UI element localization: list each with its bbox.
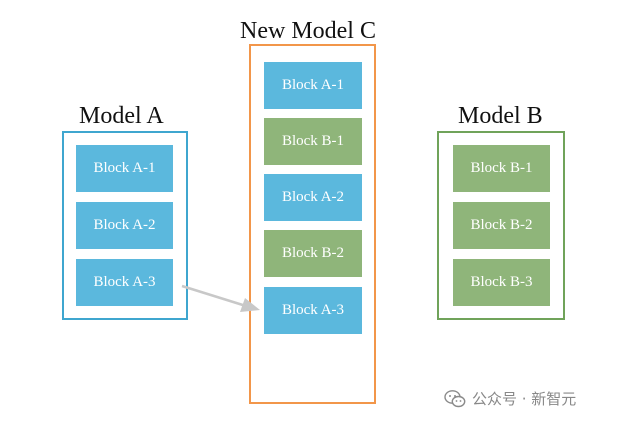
model-c-block-1: Block A-1 (264, 62, 362, 109)
model-c-block-3: Block A-2 (264, 174, 362, 221)
model-b-frame (437, 131, 565, 320)
transfer-arrow-head (240, 298, 260, 312)
model-a-block-3: Block A-3 (76, 259, 173, 306)
model-a-title: Model A (79, 103, 164, 129)
watermark-text: 公众号 · 新智元 (472, 390, 577, 408)
model-a-block-1: Block A-1 (76, 145, 173, 192)
model-b-block-1: Block B-1 (453, 145, 550, 192)
model-c-block-5: Block A-3 (264, 287, 362, 334)
model-c-block-4: Block B-2 (264, 230, 362, 277)
wechat-icon (444, 389, 466, 407)
model-c-block-2: Block B-1 (264, 118, 362, 165)
model-c-frame (249, 44, 376, 404)
model-a-block-2: Block A-2 (76, 202, 173, 249)
model-c-title: New Model C (240, 18, 376, 44)
model-b-title: Model B (458, 103, 543, 129)
transfer-arrow-line (181, 284, 247, 308)
model-b-block-2: Block B-2 (453, 202, 550, 249)
watermark: 公众号 · 新智元 (444, 388, 576, 409)
model-a-frame (62, 131, 188, 320)
model-b-block-3: Block B-3 (453, 259, 550, 306)
